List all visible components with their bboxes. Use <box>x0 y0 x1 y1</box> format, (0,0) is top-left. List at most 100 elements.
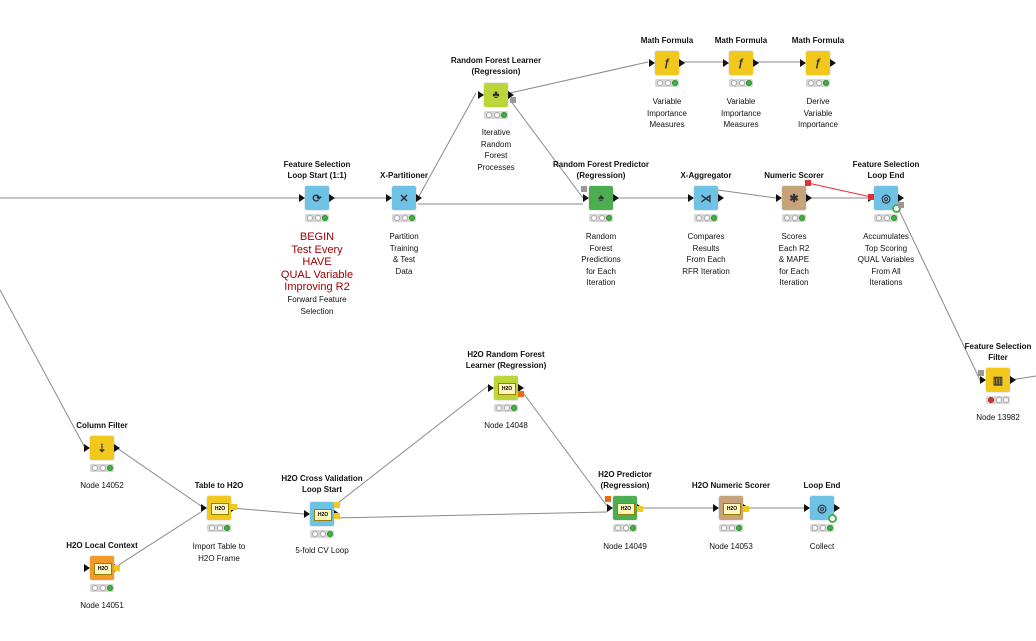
node-math-formula-3[interactable]: ƒ <box>806 51 830 75</box>
node-x-aggregator[interactable]: ⋊ <box>694 186 718 210</box>
flow-variable-port-active[interactable] <box>868 194 874 200</box>
status-light <box>496 405 502 411</box>
loop-indicator-icon <box>892 204 901 213</box>
output-port[interactable] <box>679 59 685 67</box>
node-h2o-random-forest-learner[interactable]: H2O <box>494 376 518 400</box>
h2o-frame-port[interactable] <box>334 502 340 508</box>
h2o-frame-port[interactable] <box>637 506 643 512</box>
node-h2o-predictor[interactable]: H2O <box>613 496 637 520</box>
status-light <box>823 80 829 86</box>
output-port[interactable] <box>830 59 836 67</box>
node-column-filter[interactable]: ⇣ <box>90 436 114 460</box>
output-port[interactable] <box>806 194 812 202</box>
flow-variable-port[interactable] <box>898 202 904 208</box>
node-h2o-numeric-scorer[interactable]: H2O <box>719 496 743 520</box>
node-status-indicator <box>90 464 114 472</box>
status-light <box>891 215 897 221</box>
input-port[interactable] <box>980 376 986 384</box>
input-port[interactable] <box>488 384 494 392</box>
input-port[interactable] <box>84 444 90 452</box>
status-light <box>808 80 814 86</box>
connection-wire <box>509 61 649 94</box>
node-status-indicator <box>719 524 743 532</box>
input-port[interactable] <box>723 59 729 67</box>
input-port[interactable] <box>299 194 305 202</box>
node-random-forest-learner[interactable]: ♣ <box>484 83 508 107</box>
input-port[interactable] <box>713 504 719 512</box>
partition-icon: ✕ <box>399 192 409 205</box>
h2o-context-port[interactable] <box>114 565 120 571</box>
status-light <box>711 215 717 221</box>
node-h2o-local-context[interactable]: H2O <box>90 556 114 580</box>
status-light <box>703 215 710 221</box>
output-port[interactable] <box>508 91 514 99</box>
connection-wire <box>230 507 305 515</box>
model-port[interactable] <box>581 186 587 192</box>
node-annotation: Accumulates Top Scoring QUAL Variables F… <box>857 232 915 287</box>
node-annotation: Derive Variable Importance <box>797 97 839 129</box>
node-feature-selection-loop-end[interactable]: ◎ <box>874 186 901 213</box>
status-light <box>307 215 313 221</box>
model-port[interactable] <box>510 97 516 103</box>
formula-icon: ƒ <box>737 57 745 69</box>
output-port[interactable] <box>718 194 724 202</box>
input-port[interactable] <box>478 91 484 99</box>
node-feature-selection-filter[interactable]: ▥ <box>986 368 1010 392</box>
input-port[interactable] <box>84 564 90 572</box>
input-port[interactable] <box>649 59 655 67</box>
flow-variable-port[interactable] <box>978 370 984 376</box>
status-light <box>657 80 663 86</box>
node-random-forest-predictor[interactable]: ♠ <box>589 186 613 210</box>
h2o-frame-port[interactable] <box>743 506 749 512</box>
node-status-indicator <box>305 214 329 222</box>
input-port[interactable] <box>804 504 810 512</box>
input-port[interactable] <box>201 504 207 512</box>
input-port[interactable] <box>304 510 310 518</box>
node-title: Loop End <box>803 481 841 490</box>
output-port[interactable] <box>613 194 619 202</box>
input-port[interactable] <box>688 194 694 202</box>
node-status-indicator <box>90 584 114 592</box>
status-light <box>696 215 702 221</box>
node-h2o-cross-validation[interactable]: H2O <box>310 502 334 526</box>
input-port[interactable] <box>776 194 782 202</box>
node-feature-selection-loop-start[interactable]: ⟳ <box>305 186 329 210</box>
status-light <box>784 215 790 221</box>
status-light <box>503 405 510 411</box>
node-numeric-scorer[interactable]: ✱ <box>782 186 806 210</box>
status-light <box>736 525 742 531</box>
node-x-partitioner[interactable]: ✕ <box>392 186 416 210</box>
node-annotation: Variable Importance Measures <box>720 97 762 129</box>
input-port[interactable] <box>583 194 589 202</box>
status-light <box>988 397 994 403</box>
status-light <box>501 112 507 118</box>
h2o-model-port[interactable] <box>518 391 524 397</box>
input-port[interactable] <box>386 194 392 202</box>
input-port[interactable] <box>800 59 806 67</box>
output-port[interactable] <box>1010 376 1016 384</box>
h2o-model-port[interactable] <box>605 496 611 502</box>
status-light <box>995 397 1002 403</box>
node-math-formula-1[interactable]: ƒ <box>655 51 679 75</box>
scorer-icon: ✱ <box>789 192 799 205</box>
status-light <box>107 465 113 471</box>
input-port[interactable] <box>607 504 613 512</box>
output-port[interactable] <box>518 384 524 392</box>
node-loop-end[interactable]: ◎ <box>810 496 837 523</box>
h2o-context-port[interactable] <box>231 504 237 510</box>
node-status-indicator <box>874 214 898 222</box>
output-port[interactable] <box>834 504 840 512</box>
node-math-formula-2[interactable]: ƒ <box>729 51 753 75</box>
output-port[interactable] <box>898 194 904 202</box>
node-table-to-h2o[interactable]: H2O <box>207 496 231 520</box>
status-light <box>99 465 106 471</box>
output-port[interactable] <box>753 59 759 67</box>
output-port[interactable] <box>329 194 335 202</box>
flow-variable-port-active[interactable] <box>805 180 811 186</box>
filter-icon: ▥ <box>992 374 1004 387</box>
h2o-frame-port[interactable] <box>334 513 340 519</box>
status-light <box>664 80 671 86</box>
output-port[interactable] <box>416 194 422 202</box>
output-port[interactable] <box>114 444 120 452</box>
